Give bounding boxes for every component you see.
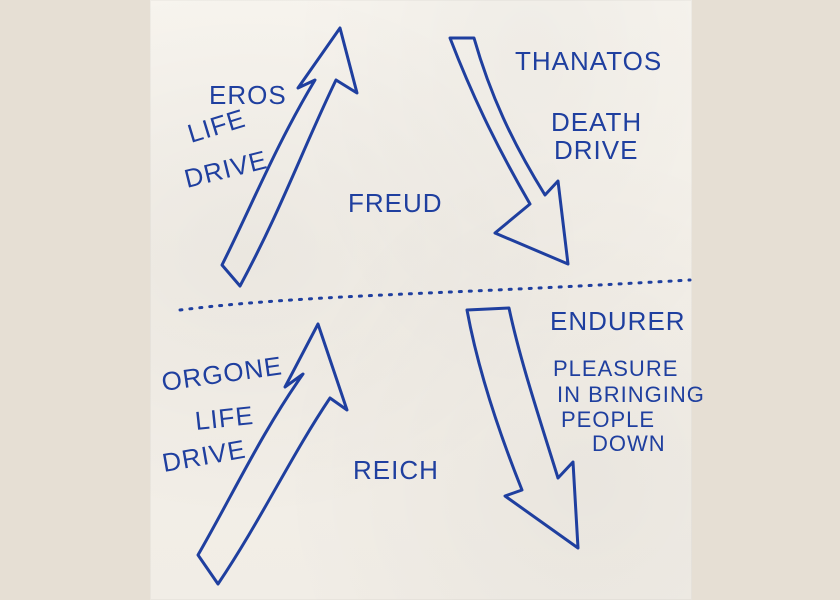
eros-label: EROS xyxy=(209,80,287,110)
orgone-up-arrow-icon xyxy=(196,322,349,586)
pleasure-line-3: PEOPLE xyxy=(561,407,655,432)
top-left-drive-label: DRIVE xyxy=(181,144,270,194)
eros-up-arrow-icon xyxy=(220,26,359,288)
dotted-divider xyxy=(178,278,692,312)
reich-label: REICH xyxy=(353,455,439,485)
freud-label: FREUD xyxy=(348,188,443,218)
orgone-label: ORGONE xyxy=(160,350,285,397)
death-drive-label: DRIVE xyxy=(554,135,638,165)
endurer-label: ENDURER xyxy=(550,306,686,336)
bottom-left-drive-label: DRIVE xyxy=(160,434,248,478)
endurer-down-arrow-icon xyxy=(465,306,580,550)
top-left-life-label: LIFE xyxy=(184,103,249,149)
death-label: DEATH xyxy=(551,107,642,137)
pleasure-line-1: PLEASURE xyxy=(553,356,678,381)
bottom-left-life-label: LIFE xyxy=(193,400,255,436)
thanatos-down-arrow-icon xyxy=(448,36,570,266)
handwritten-drawing: EROS LIFE DRIVE FREUD THANATOS DEATH DRI… xyxy=(160,26,704,586)
pleasure-line-2: IN BRINGING xyxy=(557,382,705,407)
paper-sheet xyxy=(150,0,692,600)
pleasure-line-4: DOWN xyxy=(592,431,666,456)
thanatos-label: THANATOS xyxy=(515,46,662,76)
